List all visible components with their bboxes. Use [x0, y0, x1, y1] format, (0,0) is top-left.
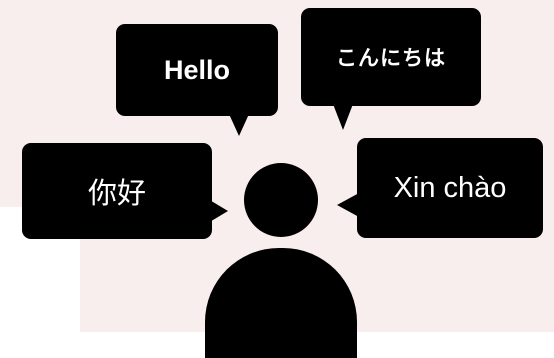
speech-bubble-english-tail	[229, 114, 249, 136]
person-head	[244, 163, 318, 237]
speech-bubble-vietnamese: Xin chào	[357, 138, 543, 238]
speech-bubble-chinese: 你好	[22, 143, 212, 239]
greeting-english: Hello	[163, 54, 230, 85]
speech-bubble-japanese: こんにちは	[301, 8, 481, 106]
greeting-vietnamese: Xin chào	[393, 171, 507, 204]
speech-bubble-english: Hello	[116, 24, 278, 116]
speech-bubble-japanese-tail	[333, 104, 353, 130]
speech-bubble-chinese-tail	[208, 199, 228, 223]
greeting-japanese: こんにちは	[336, 47, 446, 70]
greeting-chinese: 你好	[87, 178, 146, 210]
speech-bubble-vietnamese-tail	[337, 193, 359, 217]
